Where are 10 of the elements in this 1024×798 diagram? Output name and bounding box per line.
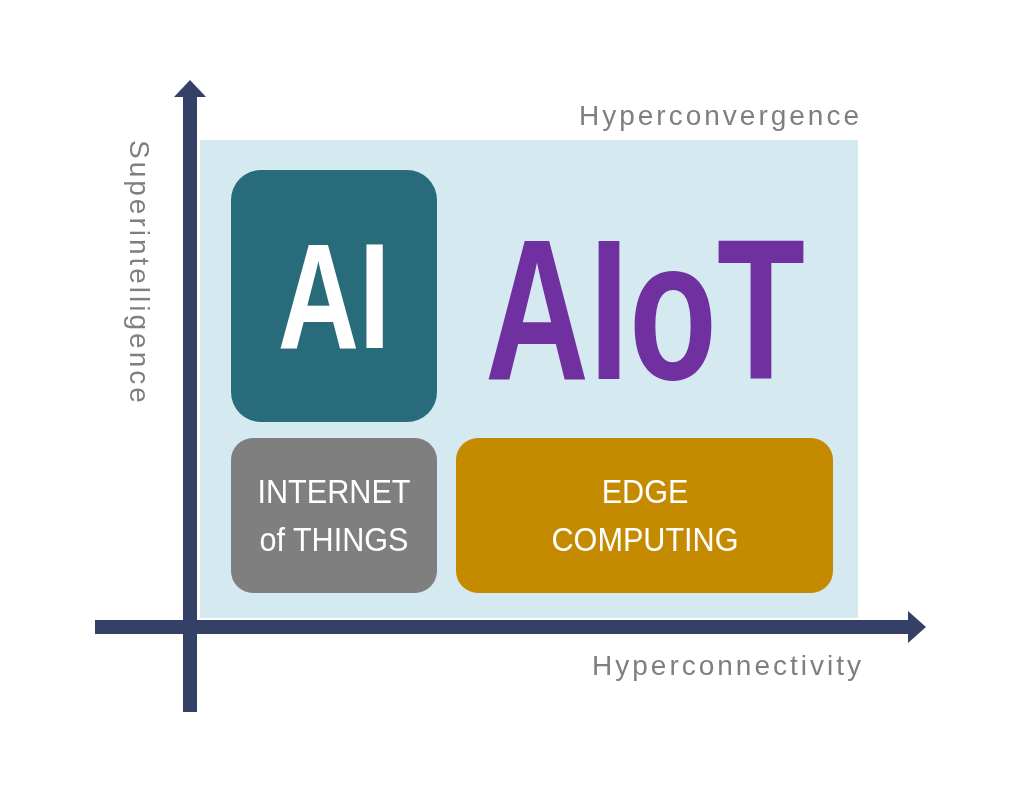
process-box <box>456 438 833 593</box>
axis-label: Hyperconnectivity <box>592 650 864 682</box>
panel-title: AIoT <box>485 210 805 410</box>
panel-heading: Hyperconvergence <box>578 100 862 132</box>
process-box <box>231 438 437 593</box>
box-label: EDGE COMPUTING <box>550 470 739 560</box>
box-label: INTERNET of THINGS <box>257 470 411 560</box>
box-label: AI <box>277 221 391 371</box>
process-box <box>231 170 437 422</box>
axis-label: Superintelligence <box>123 140 155 406</box>
